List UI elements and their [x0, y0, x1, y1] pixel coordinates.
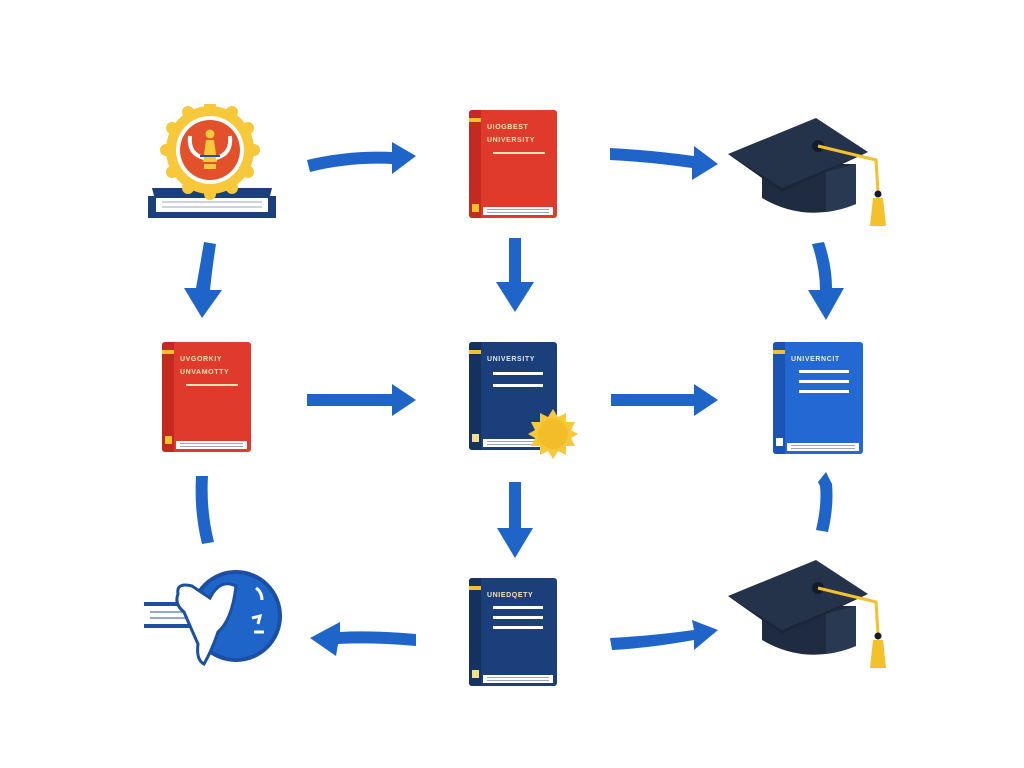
book-title-line-1: UNIVERSITY — [487, 356, 536, 363]
book-title-line-1: UVGORKIY — [180, 356, 223, 363]
gold-seal-icon — [528, 409, 578, 459]
university-seal-on-book-icon — [144, 100, 284, 224]
globe-with-flying-figure-icon — [140, 560, 290, 680]
blue-book-icon: UNIVERNCIT — [773, 342, 865, 454]
navy-book-icon: UNIEDQETY — [469, 578, 559, 688]
book-title-line-1: UNIEDQETY — [487, 592, 534, 599]
book-title-line-2: UNVAMOTTY — [180, 369, 230, 376]
book-title-line-2: UNIVERSITY — [487, 137, 536, 144]
book-title-line-1: UNIVERNCIT — [791, 356, 840, 363]
red-book-icon: UIOGBEST UNIVERSITY — [469, 110, 559, 218]
red-book-icon: UVGORKIY UNVAMOTTY — [162, 342, 252, 452]
book-title-line-1: UIOGBEST — [487, 124, 529, 131]
graduation-cap-icon — [726, 554, 896, 674]
graduation-cap-icon — [726, 112, 896, 232]
navy-book-with-seal-icon: UNIVERSITY — [469, 342, 584, 462]
